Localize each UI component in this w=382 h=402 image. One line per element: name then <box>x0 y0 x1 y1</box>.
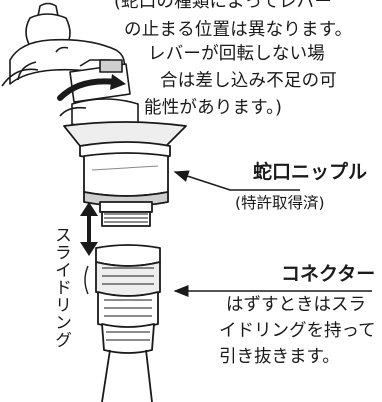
double-arrow-icon <box>80 202 98 256</box>
nipple-icon <box>63 121 187 227</box>
connector-title: コネクター <box>281 263 376 285</box>
faucet-icon <box>1 2 126 87</box>
connector-desc-3: 引き抜きます。 <box>219 347 340 367</box>
note-line-3: レバーが回転しない場 <box>148 44 325 64</box>
nipple-leader <box>173 170 300 191</box>
nipple-title: 蛇口ニップル <box>253 161 368 183</box>
slide-ring-label: スライドリング <box>51 226 71 349</box>
rotation-arrow-icon <box>57 74 126 101</box>
note-line-5: 能性があります。) <box>144 98 283 118</box>
connector-desc-2: イドリングを持って <box>219 321 376 341</box>
nipple-subtitle: (特許取得済) <box>235 194 325 212</box>
note-line-2: の止まる位置は異なります。 <box>124 20 353 40</box>
note-line-4: 合は差し込み不足の可 <box>160 71 337 91</box>
note-line-1: (蛇口の種類によってレバー <box>114 0 333 12</box>
hose-icon <box>101 349 153 402</box>
connector-desc-1: はずすときはスラ <box>226 295 366 315</box>
connector-icon <box>95 244 161 354</box>
slide-ring-bracket <box>84 265 89 295</box>
